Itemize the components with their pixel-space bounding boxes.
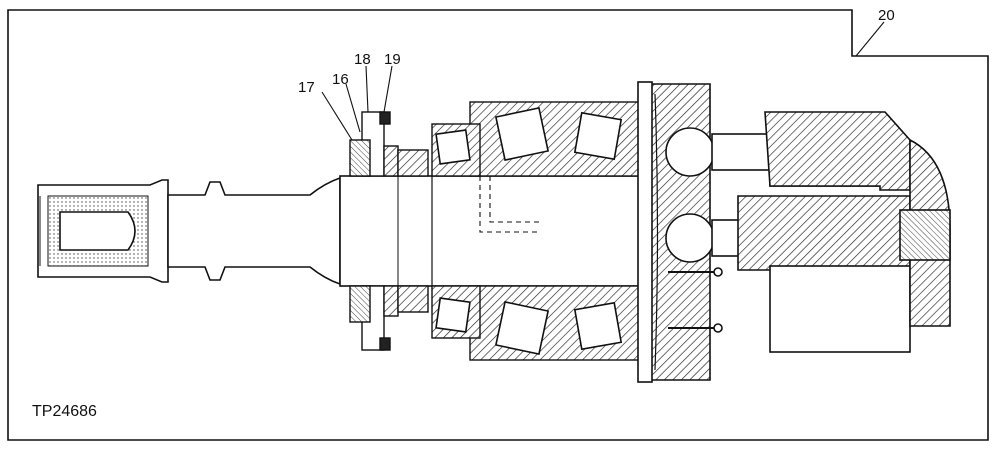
callout-20: 20 <box>878 7 895 24</box>
figure-id: TP24686 <box>32 403 97 420</box>
tapered-roller-bearings <box>435 106 623 356</box>
callout-18: 18 <box>354 51 371 68</box>
callout-17: 17 <box>298 79 315 96</box>
diagram-border <box>7 9 989 441</box>
callout-16: 16 <box>332 71 349 88</box>
cylinder-block <box>737 111 951 353</box>
drive-shaft <box>37 175 641 287</box>
callout-leaders <box>321 21 885 141</box>
callout-19: 19 <box>384 51 401 68</box>
seal-assembly <box>349 111 429 351</box>
